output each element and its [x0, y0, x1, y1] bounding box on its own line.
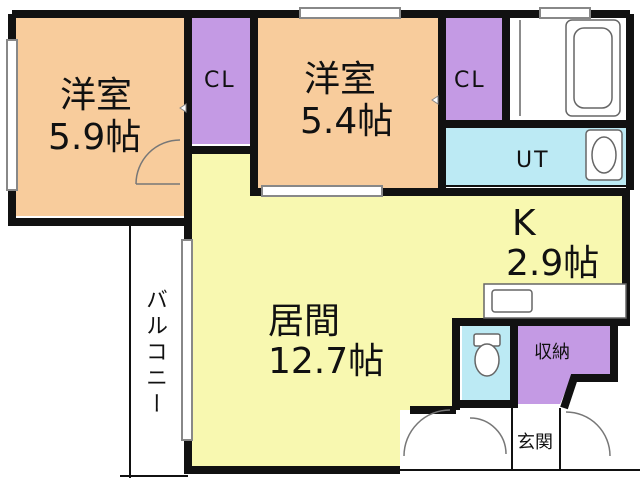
- bathtub: [519, 19, 621, 117]
- kitchen-name: K: [512, 203, 536, 244]
- living-fill: [192, 150, 626, 470]
- storage-fill: [518, 326, 610, 404]
- windows: [6, 7, 591, 441]
- toilet: [473, 333, 501, 377]
- door-arrows: [179, 95, 439, 113]
- living-name: 居間: [268, 301, 341, 342]
- living-size: 12.7帖: [268, 341, 385, 382]
- balcony-label: バルコニー: [142, 288, 167, 418]
- western-room-1-fill: [12, 14, 184, 216]
- entrance-fill: [514, 412, 562, 468]
- storage-label: 収納: [534, 342, 570, 363]
- closet-2-fill: [446, 14, 504, 138]
- western-room-1-size: 5.9帖: [48, 117, 142, 158]
- closet-1-fill: [192, 14, 250, 144]
- western-room-2-fill: [258, 14, 438, 192]
- western-room-2-name: 洋室: [304, 59, 377, 100]
- thin-partitions: [120, 185, 640, 478]
- utility-label: UT: [516, 148, 550, 173]
- kitchen-counter: [483, 283, 627, 319]
- western-room-1-name: 洋室: [60, 75, 133, 116]
- kitchen-size: 2.9帖: [506, 243, 600, 284]
- washbasin: [585, 129, 623, 181]
- entrance-label: 玄関: [517, 432, 553, 453]
- closet-1-label: CL: [204, 68, 236, 93]
- western-room-2-size: 5.4帖: [300, 101, 394, 142]
- door-swings: [135, 139, 611, 457]
- watermark: [252, 228, 288, 272]
- closet-2-label: CL: [454, 68, 486, 93]
